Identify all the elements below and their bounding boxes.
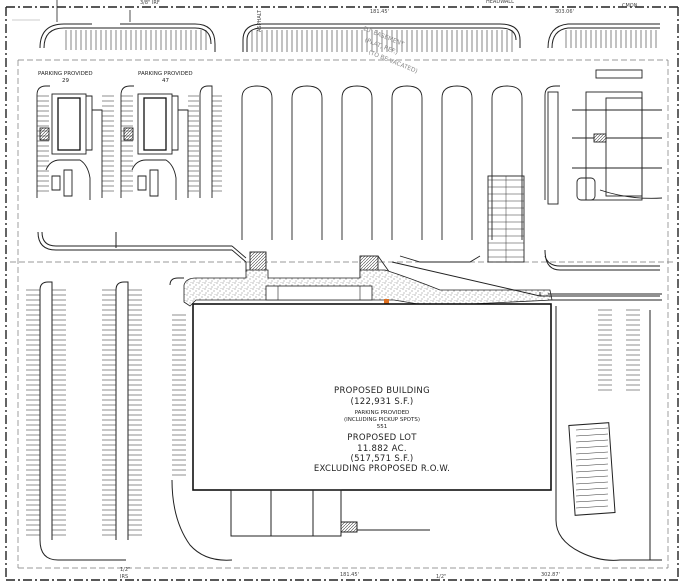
building-parking-count: 551 xyxy=(376,424,388,430)
angled-stall xyxy=(575,493,609,497)
angled-stall xyxy=(575,469,609,473)
rebar-mid-label: 1/2" xyxy=(436,574,447,580)
cmon-label: CMON xyxy=(622,3,638,9)
angled-stall xyxy=(575,499,609,503)
angled-stall xyxy=(575,505,609,509)
angled-stall xyxy=(575,475,609,479)
central-bay-island xyxy=(491,85,523,240)
rebar-left-label: 1/2" xyxy=(120,567,131,573)
parking-provided-title-2: PARKING PROVIDED xyxy=(138,71,193,77)
building-parking-title: PARKING PROVIDED xyxy=(354,410,410,416)
southwest-parking-lot xyxy=(39,277,233,561)
central-bay-island xyxy=(391,85,423,240)
central-bay-island xyxy=(341,85,373,240)
easement-note: 10' EASEMENT (PLAT, REF.) (TO BE VACATED… xyxy=(362,25,419,75)
parking-provided-title-1: PARKING PROVIDED xyxy=(38,71,93,77)
angled-stall xyxy=(575,487,609,491)
lot-acres: 11.882 AC. xyxy=(357,444,407,454)
headwall-label: HEADWALL xyxy=(486,0,514,5)
north-row-parking-stalls xyxy=(65,30,657,52)
survey-marker xyxy=(384,299,389,304)
west-parking-lot-29 xyxy=(36,85,103,200)
building-parking-note: (INCLUDING PICKUP SPOTS) xyxy=(344,417,420,423)
top-dimension-right: 303.06' xyxy=(555,9,574,15)
west-lot-stalls xyxy=(37,95,222,192)
pickup-aisle xyxy=(249,175,525,283)
iron-pin-label: 3/8" IRF xyxy=(140,0,160,6)
angled-stall xyxy=(575,457,609,461)
irs-label: IRS xyxy=(120,574,129,580)
angled-stall xyxy=(575,433,609,437)
south-curb-island xyxy=(37,231,660,271)
lot-title: PROPOSED LOT xyxy=(347,433,417,443)
building-area: (122,931 S.F.) xyxy=(350,397,414,407)
parking-provided-count-2: 47 xyxy=(162,78,169,84)
pickup-stalls xyxy=(488,176,524,262)
angled-stall xyxy=(575,439,609,443)
central-bay-island xyxy=(291,85,323,240)
building-title: PROPOSED BUILDING xyxy=(334,386,430,396)
southwest-stalls xyxy=(26,289,186,536)
asphalt-label: ASPHALT xyxy=(257,10,263,32)
central-bay-island xyxy=(441,85,473,240)
east-parking-lot xyxy=(555,306,662,561)
lot-note: EXCLUDING PROPOSED R.O.W. xyxy=(313,464,451,474)
building-rear-notches xyxy=(230,489,430,537)
central-parking-bays xyxy=(241,85,523,240)
angled-stall xyxy=(575,451,609,455)
east-lot-stalls xyxy=(575,309,640,509)
top-dimension-left: 181.45' xyxy=(370,9,389,15)
angled-stall xyxy=(575,463,609,467)
proposed-building-footprint xyxy=(192,303,552,491)
front-entry-drives xyxy=(231,245,662,301)
setback-lines xyxy=(10,59,675,569)
fuel-station-area xyxy=(544,69,663,205)
angled-stall xyxy=(575,427,609,431)
bottom-dimension-left: 181.45' xyxy=(340,572,359,578)
parking-provided-count-1: 29 xyxy=(62,78,69,84)
property-boundary xyxy=(5,6,679,581)
north-curb-islands xyxy=(39,23,660,52)
angled-stall xyxy=(575,481,609,485)
lot-square-feet: (517,571 S.F.) xyxy=(350,454,414,464)
angled-stall xyxy=(575,445,609,449)
bottom-dimension-right: 302.87' xyxy=(541,572,560,578)
central-bay-island xyxy=(241,85,273,240)
west-parking-lot-47 xyxy=(120,85,213,200)
